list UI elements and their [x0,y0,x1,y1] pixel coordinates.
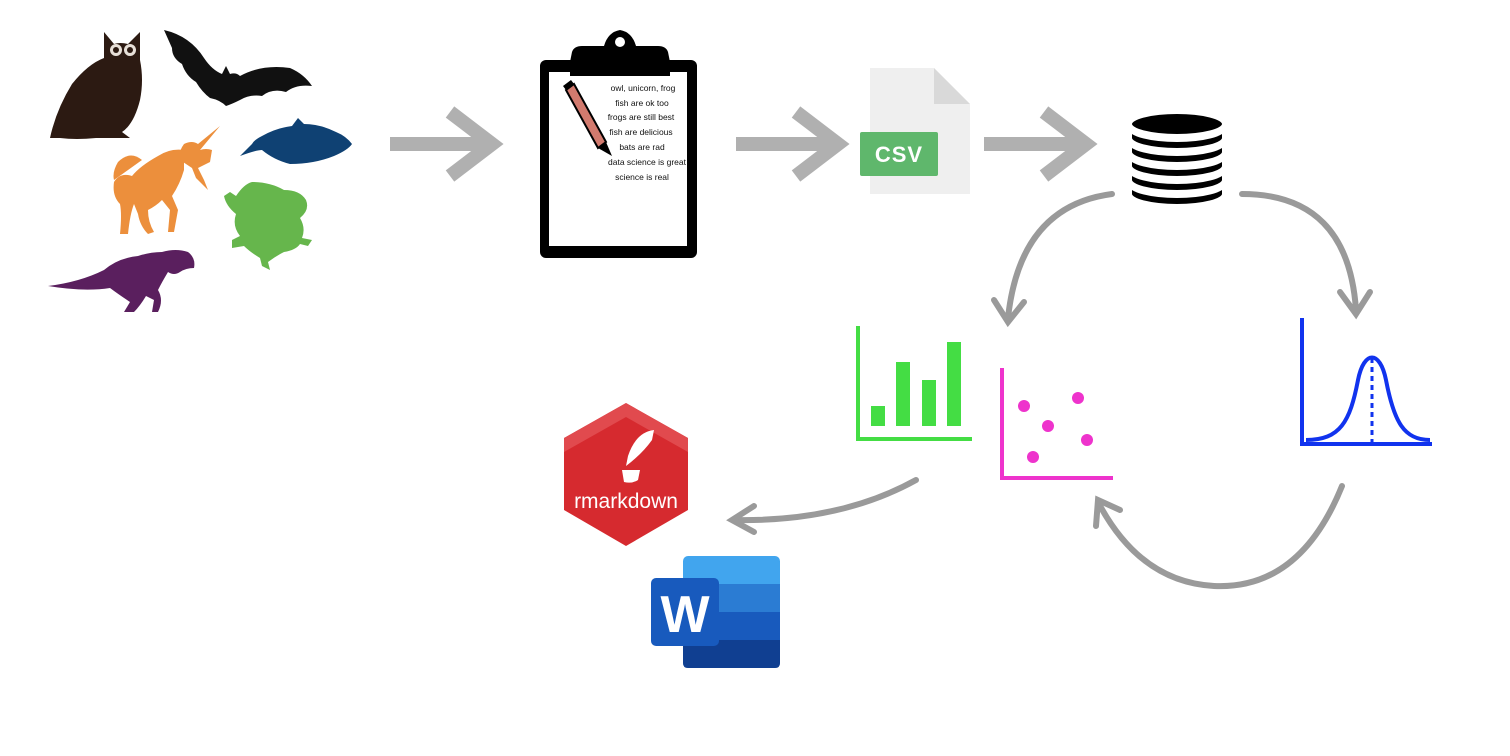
note-line: data science is great [608,157,687,167]
note-line: fish are ok too [615,98,669,108]
note-line: fish are delicious [609,127,672,137]
distribution-icon [1300,318,1432,446]
csv-file-icon: CSV [860,68,970,194]
bar-chart-icon [856,326,972,441]
t-rex-icon [48,250,195,312]
note-line: science is real [615,172,669,182]
word-letter: W [660,586,710,644]
notes-text: owl, unicorn, frog fish are ok too frogs… [608,83,687,182]
owl-icon [50,32,142,139]
note-line: bats are rad [619,142,665,152]
csv-label: CSV [875,142,923,167]
unicorn-icon [113,126,220,234]
rmarkdown-logo: rmarkdown [564,403,688,546]
frog-icon [224,182,312,270]
arrow-animals-to-notes [390,106,504,182]
scatter-plot-icon [1000,368,1113,480]
note-line: frogs are still best [608,112,675,122]
curve-arrow-database-to-charts [991,191,1115,328]
arrow-notes-to-csv [736,106,850,182]
rmarkdown-label: rmarkdown [574,490,678,513]
fish-icon [240,118,352,164]
curve-arrow-charts-to-reports [726,477,919,535]
animals-group [48,30,352,312]
database-icon [1128,110,1226,208]
quill-icon [622,430,654,483]
arrow-csv-to-database [984,106,1098,182]
pencil-icon [563,80,612,156]
curve-arrow-database-to-distribution [1239,191,1373,320]
csv-badge [860,132,938,176]
bat-icon [164,30,312,106]
note-line: owl, unicorn, frog [611,83,676,93]
curve-arrow-distribution-to-scatter [1093,483,1345,590]
word-logo: W [651,556,780,668]
